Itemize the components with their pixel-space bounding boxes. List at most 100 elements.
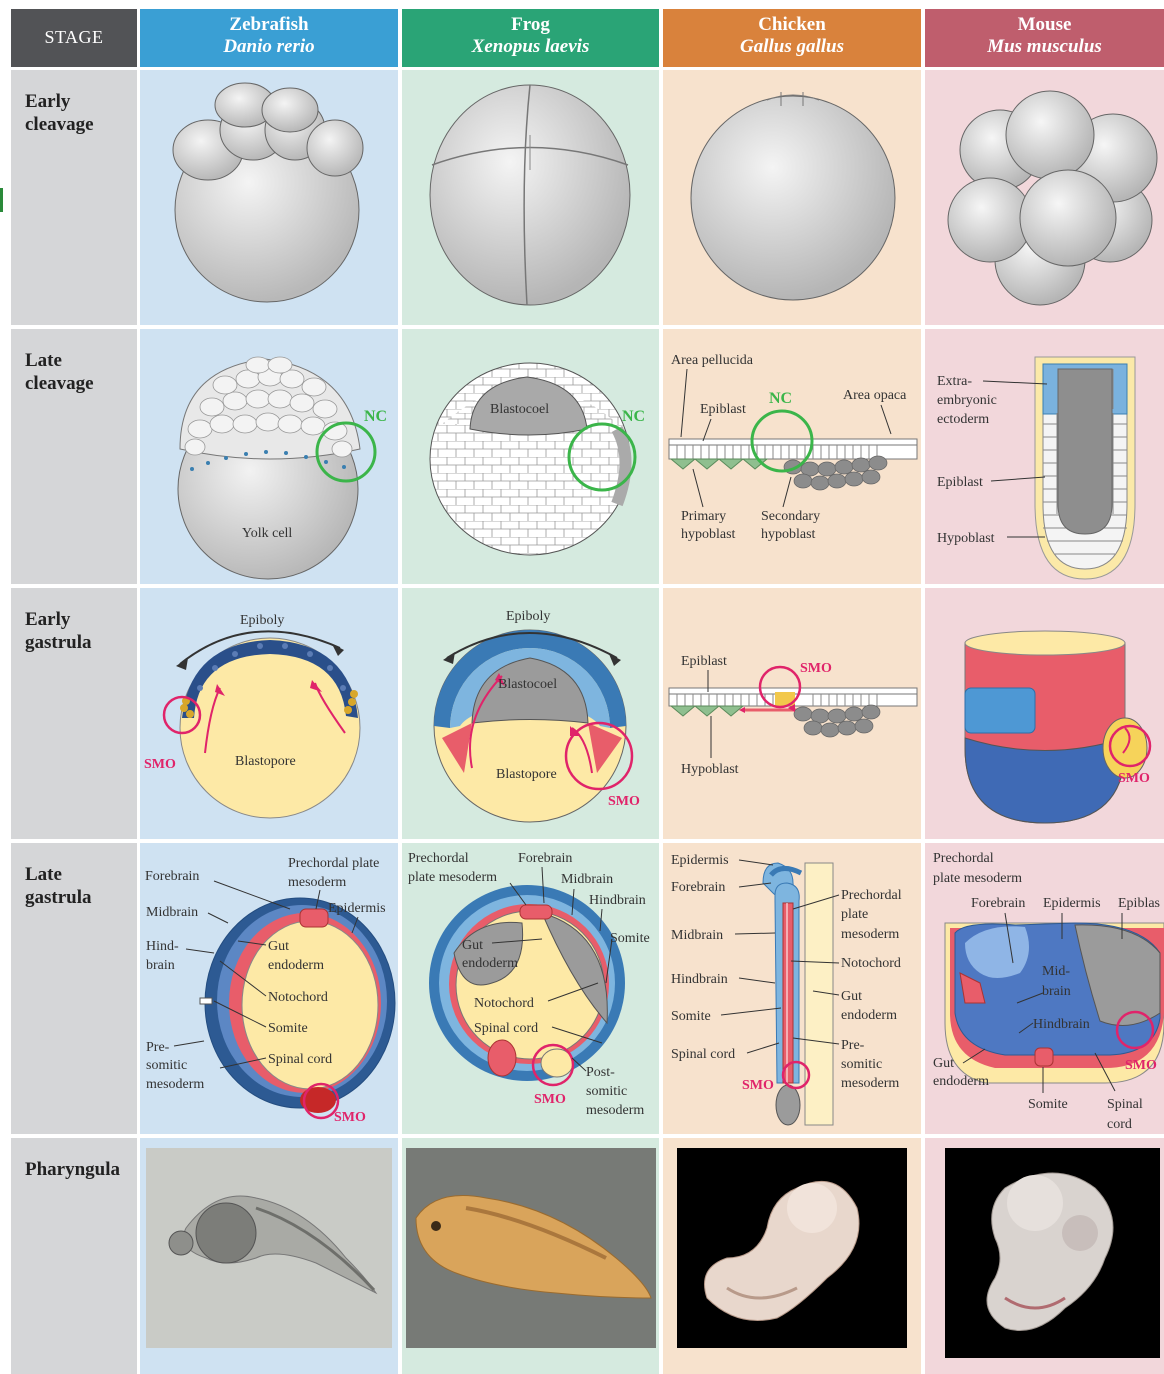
somite-label: Somite: [268, 1021, 308, 1036]
smo-label: SMO: [608, 794, 640, 809]
midbrain-label-1: Mid-: [1042, 964, 1070, 979]
zebrafish-late-gastrula: Forebrain Prechordal plate mesoderm Epid…: [140, 843, 398, 1134]
zebrafish-late-cleavage: NC Yolk cell: [140, 329, 398, 584]
presomitic-label-1: Pre-: [146, 1040, 170, 1055]
midbrain-label: Midbrain: [146, 905, 198, 920]
prechordal-label-2: plate mesoderm: [408, 870, 497, 885]
forebrain-label: Forebrain: [145, 869, 199, 884]
stage-label: Late gastrula: [25, 863, 92, 909]
frog-late-gastrula-drawing: Prechordal plate mesoderm Forebrain Midb…: [402, 843, 659, 1134]
nc-label: NC: [769, 390, 792, 407]
zebrafish-pharyngula-photo: [146, 1148, 392, 1348]
stage-label: Pharyngula: [25, 1158, 120, 1181]
stage-label: Early cleavage: [25, 90, 94, 136]
mouse-early-cleavage-drawing: [925, 70, 1164, 325]
epiblast-label: Epiblast: [681, 654, 727, 669]
extra-label-3: ectoderm: [937, 412, 989, 427]
common-name: Zebrafish: [140, 14, 398, 36]
gut-label-2: endoderm: [933, 1074, 989, 1089]
postsomitic-label-2: somitic: [586, 1084, 627, 1099]
frog-early-gastrula-drawing: Epiboly Blastocoel Blastopore SMO: [402, 588, 659, 839]
prechordal-label-2: mesoderm: [288, 875, 346, 890]
spinal-cord-label: Spinal cord: [474, 1021, 538, 1036]
epiboly-label: Epiboly: [506, 609, 550, 624]
prechordal-label-1: Prechordal plate: [288, 856, 379, 871]
forebrain-label: Forebrain: [518, 851, 572, 866]
chicken-early-gastrula: Epiblast SMO Hypoblast: [663, 588, 921, 839]
edge-mark: [0, 188, 3, 212]
presomitic-label-2: somitic: [146, 1058, 187, 1073]
gut-label-2: endoderm: [462, 956, 518, 971]
notochord-label: Notochord: [268, 990, 328, 1005]
chicken-pharyngula: [663, 1138, 921, 1374]
epidermis-label: Epidermis: [1043, 896, 1101, 911]
smo-label: SMO: [1118, 771, 1150, 786]
chicken-late-cleavage: Area pellucida Area opaca Epiblast NC Pr…: [663, 329, 921, 584]
scientific-name: Mus musculus: [925, 36, 1164, 58]
extra-label-2: embryonic: [937, 393, 997, 408]
chicken-late-gastrula-drawing: Epidermis Forebrain Midbrain Hindbrain S…: [663, 843, 921, 1134]
stage-late-cleavage: Late cleavage: [11, 329, 137, 584]
midbrain-label: Midbrain: [671, 928, 723, 943]
prechordal-mesoderm-label: plate mesoderm: [933, 871, 1022, 886]
epiblast-label: Epiblast: [937, 475, 983, 490]
smo-label: SMO: [1125, 1058, 1157, 1073]
epiblast-label: Epiblast: [700, 402, 746, 417]
stage-early-gastrula: Early gastrula: [11, 588, 137, 839]
chicken-early-cleavage: [663, 70, 921, 325]
stage-header-label: STAGE: [11, 27, 137, 48]
epiblast-label: Epiblas: [1118, 896, 1160, 911]
prechordal-label-3: mesoderm: [841, 927, 899, 942]
common-name: Mouse: [925, 14, 1164, 36]
chicken-late-cleavage-drawing: Area pellucida Area opaca Epiblast NC Pr…: [663, 329, 921, 584]
presomitic-label-2: somitic: [841, 1057, 882, 1072]
mouse-late-gastrula-drawing: Prechordal Prechordal plate plate mesode…: [925, 843, 1164, 1134]
blastopore-label: Blastopore: [496, 767, 557, 782]
chicken-pharyngula-photo: [677, 1148, 907, 1348]
stage-early-cleavage: Early cleavage: [11, 70, 137, 325]
somite-label: Somite: [1028, 1097, 1068, 1112]
frog-late-gastrula: Prechordal plate mesoderm Forebrain Midb…: [402, 843, 659, 1134]
notochord-label: Notochord: [841, 956, 901, 971]
epiboly-label: Epiboly: [240, 613, 284, 628]
prechordal-label-1: Prechordal: [933, 851, 994, 866]
spinal-cord-label-2: cord: [1107, 1117, 1132, 1132]
hypoblast-label: Hypoblast: [937, 531, 995, 546]
chicken-late-gastrula: Epidermis Forebrain Midbrain Hindbrain S…: [663, 843, 921, 1134]
mouse-embryo-icon: [945, 1148, 1160, 1358]
primary-label-2: hypoblast: [681, 527, 736, 542]
frog-early-cleavage-drawing: [402, 70, 659, 325]
gut-label-1: Gut: [268, 939, 289, 954]
scientific-name: Xenopus laevis: [402, 36, 659, 58]
blastocoel-label: Blastocoel: [490, 402, 549, 417]
mouse-late-cleavage-drawing: Extra- embryonic ectoderm Epiblast Hypob…: [925, 329, 1164, 584]
mouse-early-gastrula: SMO: [925, 588, 1164, 839]
somite-label: Somite: [671, 1009, 711, 1024]
gut-label-2: endoderm: [841, 1008, 897, 1023]
gut-label-2: endoderm: [268, 958, 324, 973]
secondary-label-2: hypoblast: [761, 527, 816, 542]
hypoblast-label: Hypoblast: [681, 762, 739, 777]
zebrafish-late-cleavage-drawing: NC Yolk cell: [140, 329, 398, 584]
mouse-late-gastrula: Prechordal Prechordal plate plate mesode…: [925, 843, 1164, 1134]
smo-label: SMO: [800, 661, 832, 676]
area-opaca-label: Area opaca: [843, 388, 907, 403]
hindbrain-label-1: Hind-: [146, 939, 179, 954]
postsomitic-label-3: mesoderm: [586, 1103, 644, 1118]
zebrafish-pharyngula: [140, 1138, 398, 1374]
smo-label: SMO: [144, 757, 176, 772]
blastopore-label: Blastopore: [235, 754, 296, 769]
tadpole-icon: [406, 1148, 656, 1348]
gut-label-1: Gut: [933, 1056, 954, 1071]
somite-label: Somite: [610, 931, 650, 946]
scientific-name: Danio rerio: [140, 36, 398, 58]
mouse-early-cleavage: [925, 70, 1164, 325]
frog-pharyngula-photo: [406, 1148, 656, 1348]
hindbrain-label: Hindbrain: [589, 893, 646, 908]
epidermis-label: Epidermis: [671, 853, 729, 868]
forebrain-label: Forebrain: [671, 880, 725, 895]
nc-label: NC: [364, 408, 387, 425]
stage-header: STAGE: [11, 9, 137, 67]
